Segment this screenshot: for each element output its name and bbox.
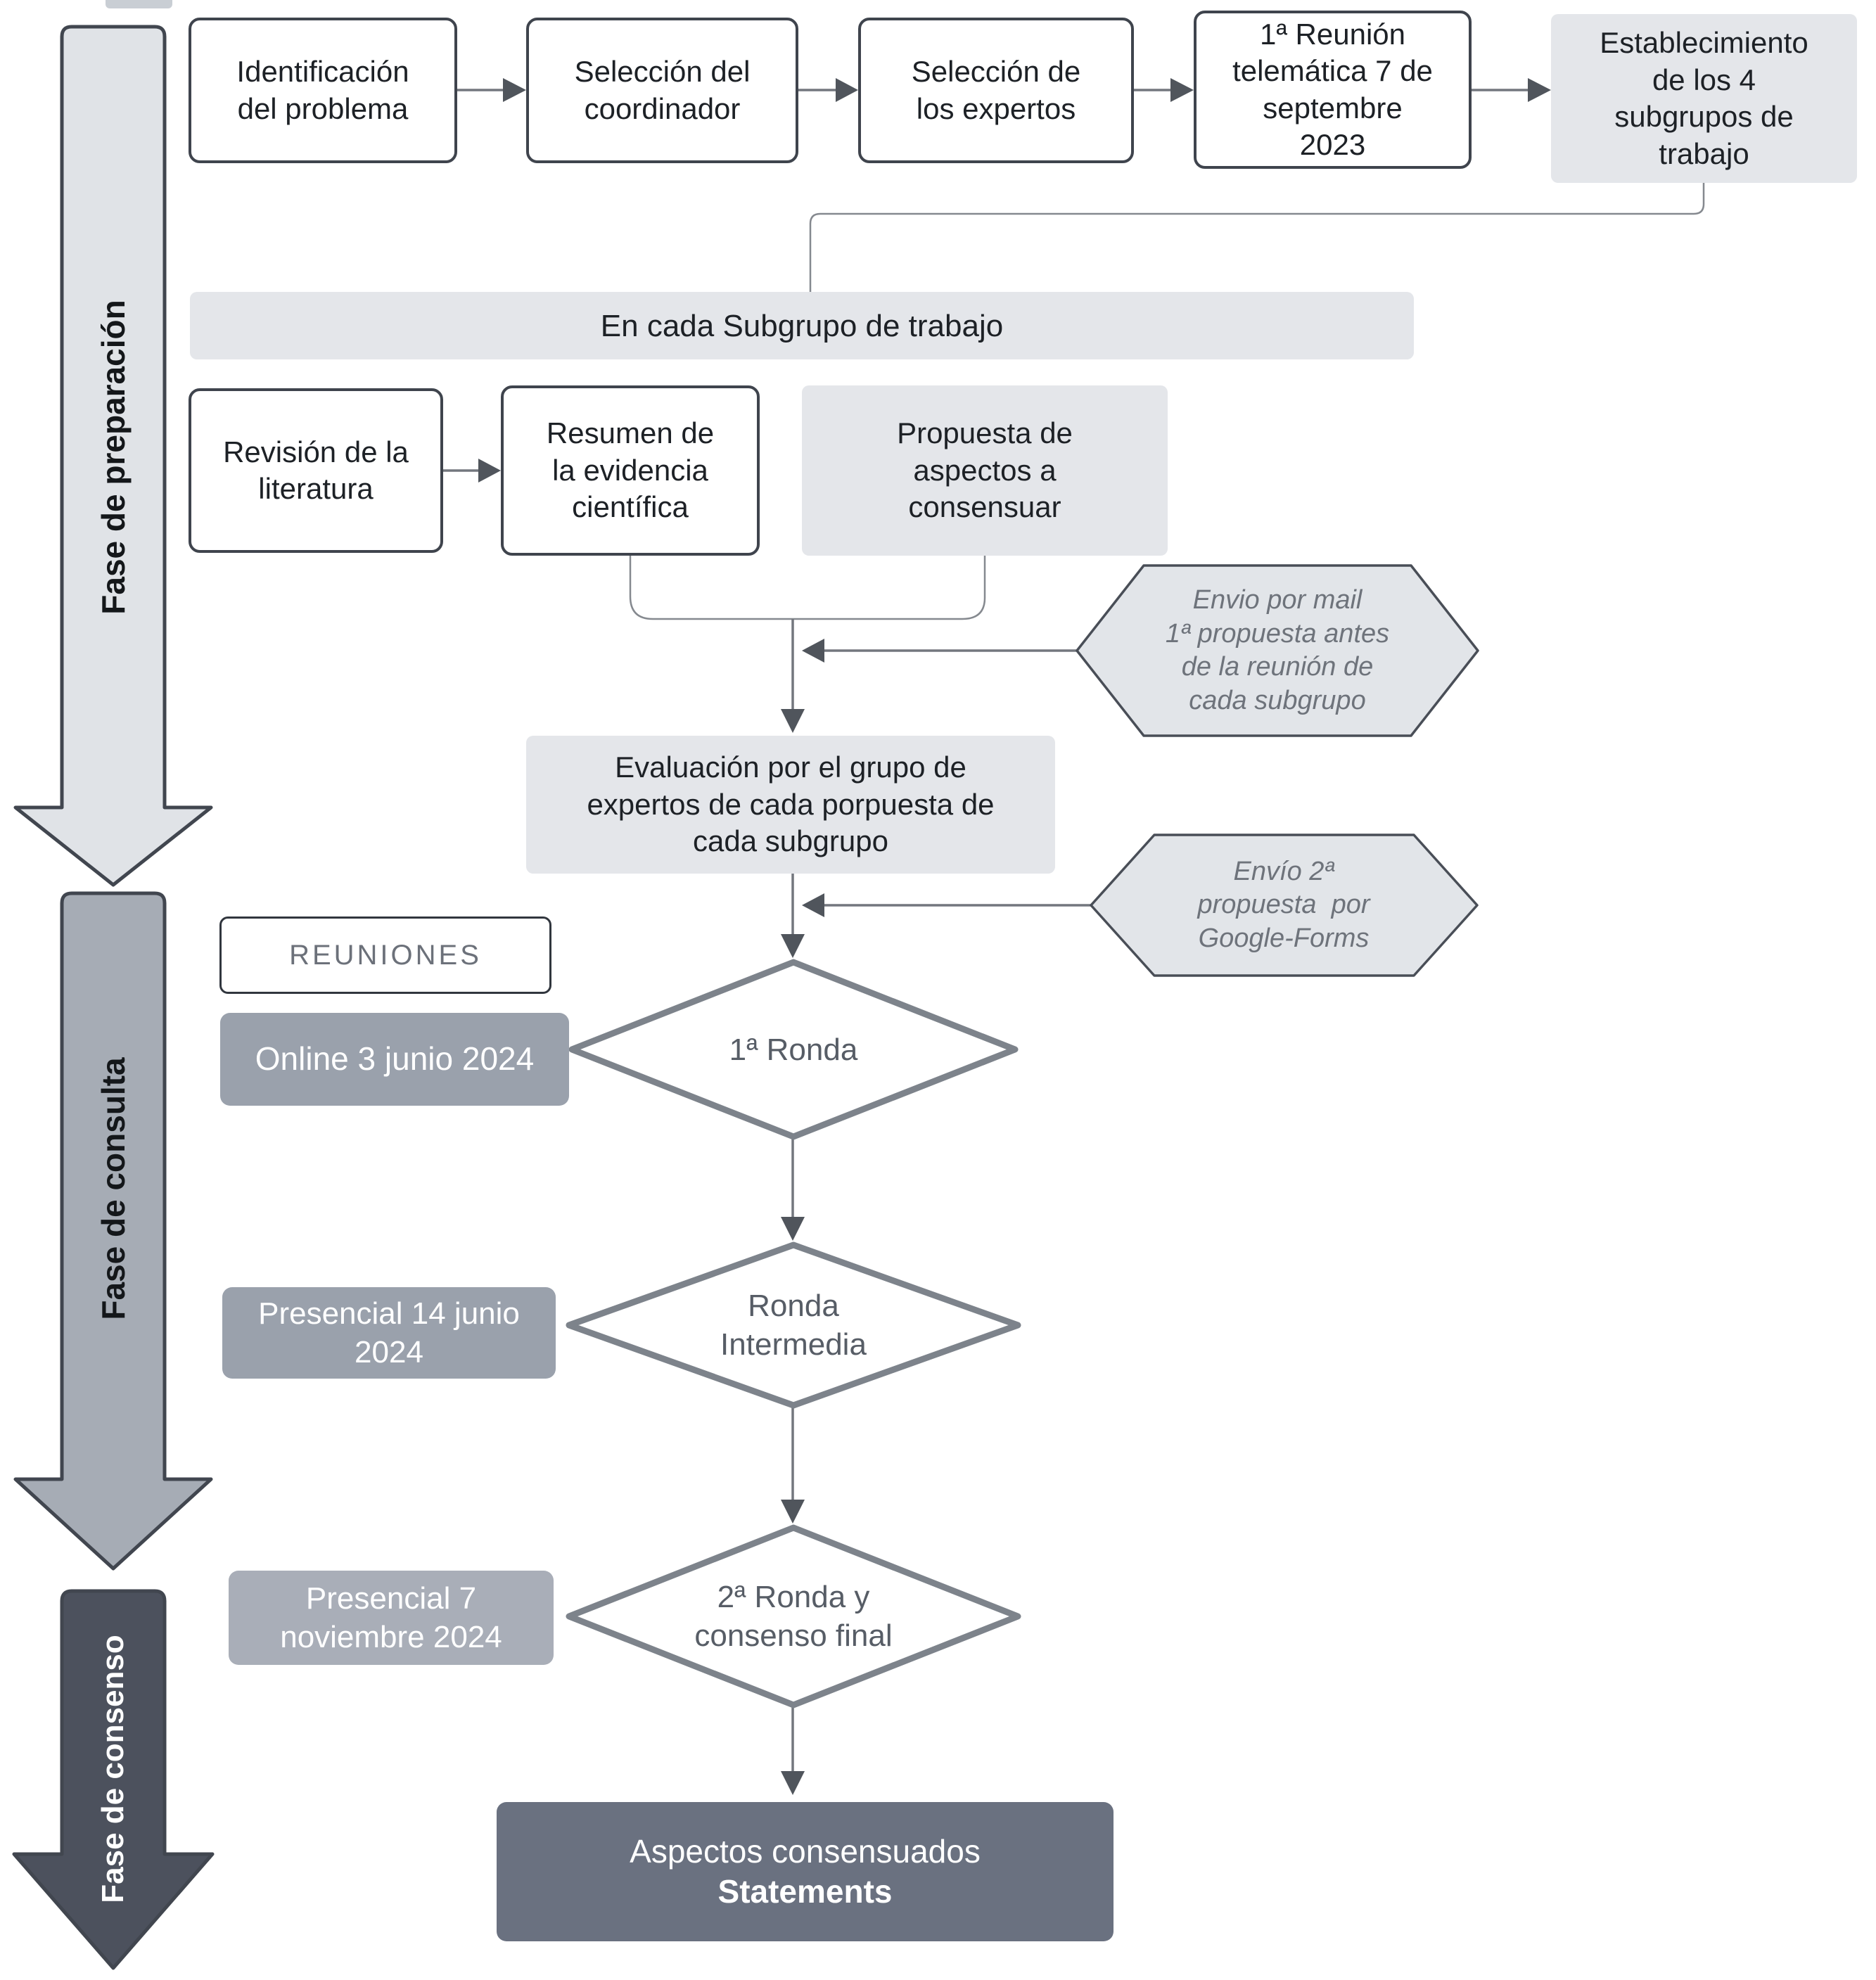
top-edge-fragment [106,0,172,8]
presencial7-line: Presencial 7 [305,1581,477,1616]
reuniones-text: REUNIONES [289,940,482,971]
box-coordinador-line: Selección del [574,55,751,88]
box-reunion-line: telemática 7 de [1232,54,1433,87]
callout-mail-line: Envio por mail [1192,585,1363,615]
phase-label-preparation: Fase de preparación [95,300,132,615]
connectors [443,89,1705,1771]
box-reuniones-title: REUNIONES [219,916,551,994]
box-identificacion-line: Identificación [236,55,409,88]
phase-label-consensus: Fase de consenso [96,1635,130,1903]
box-expertos-line: Selección de [911,55,1081,88]
box-establecimiento-line: Establecimiento [1600,26,1808,59]
label-round-1: 1ª Ronda [572,1007,1015,1092]
box-expertos-line: los expertos [916,91,1076,125]
round-intermediate-line: Intermedia [720,1327,867,1362]
box-propuesta-line: consensuar [908,490,1061,524]
box-online-meeting: Online 3 junio 2024 [220,1013,569,1106]
callout-envio-forms: Envío 2ª propuesta por Google-Forms [1111,844,1456,966]
box-revision-line: literatura [258,472,374,505]
box-propuesta-line: Propuesta de [897,416,1073,450]
callout-mail-line: de la reunión de [1181,652,1374,682]
arrowheads [478,78,1551,1795]
round1-text: 1ª Ronda [729,1032,858,1067]
statements-line2: Statements [717,1873,893,1910]
callout-mail-line: cada subgrupo [1189,685,1366,715]
box-propuesta-aspectos: Propuesta de aspectos a consensuar [802,385,1168,556]
callout-forms-line: propuesta por [1197,890,1370,920]
presencial7-line: noviembre 2024 [280,1620,502,1654]
box-establecimiento-subgrupos: Establecimiento de los 4 subgrupos de tr… [1551,14,1857,183]
callout-forms-line: Google-Forms [1198,923,1370,953]
box-reunion-line: 2023 [1299,128,1366,161]
callout-envio-mail: Envio por mail 1ª propuesta antes de la … [1097,573,1457,728]
box-resumen-evidencia: Resumen de la evidencia científica [501,385,760,556]
box-identificacion-line: del problema [237,91,409,125]
callout-forms-line: Envío 2ª [1233,856,1334,886]
round-final-line: consenso final [694,1618,893,1653]
label-round-final: 2ª Ronda y consenso final [569,1564,1018,1668]
box-propuesta-line: aspectos a [913,453,1057,487]
phase-arrow-preparation [13,25,213,887]
box-resumen-line: Resumen de [546,416,715,450]
diamond-round-intermediate [566,1241,1021,1409]
statements-line1: Aspectos consensuados [630,1832,981,1870]
online-meeting-text: Online 3 junio 2024 [255,1040,535,1078]
box-reunion-line: septembre [1263,91,1403,124]
box-seleccion-coordinador: Selección del coordinador [526,18,798,163]
phase-arrow-consultation [13,891,213,1571]
box-coordinador-line: coordinador [584,91,741,125]
round-intermediate-line: Ronda [748,1289,839,1323]
diamond-round-1 [568,959,1019,1140]
box-establecimiento-line: trabajo [1659,136,1749,170]
hexagon-forms-callout [1090,833,1479,977]
box-primera-reunion: 1ª Reunión telemática 7 de septembre 202… [1194,11,1472,169]
box-reunion-line: 1ª Reunión [1259,17,1406,51]
phase-arrow-consensus [12,1589,215,1970]
hexagon-mail-callout [1076,564,1479,737]
box-revision-line: Revisión de la [223,435,409,468]
box-establecimiento-line: subgrupos de [1614,100,1794,133]
callout-mail-line: 1ª propuesta antes [1165,618,1390,649]
label-round-intermediate: Ronda Intermedia [569,1273,1018,1377]
box-revision-literatura: Revisión de la literatura [189,388,443,553]
box-establecimiento-line: de los 4 [1652,63,1756,96]
presencial14-line: 2024 [355,1335,423,1369]
box-resumen-line: científica [572,490,689,524]
banner-subgrupo-trabajo: En cada Subgrupo de trabajo [190,292,1414,359]
round-final-line: 2ª Ronda y [717,1580,870,1614]
banner-text: En cada Subgrupo de trabajo [600,308,1004,343]
diamond-round-final [566,1524,1021,1708]
box-resumen-line: la evidencia [552,453,708,487]
box-presencial-7-noviembre: Presencial 7 noviembre 2024 [229,1571,554,1665]
box-statements: Aspectos consensuados Statements [497,1802,1114,1941]
box-presencial-14-junio: Presencial 14 junio 2024 [222,1287,556,1379]
presencial14-line: Presencial 14 junio [258,1296,520,1331]
box-evaluacion-expertos: Evaluación por el grupo de expertos de c… [526,736,1055,874]
box-evaluacion-line: expertos de cada porpuesta de [587,787,995,821]
box-evaluacion-line: Evaluación por el grupo de [615,751,966,784]
box-identificacion-problema: Identificación del problema [189,18,457,163]
box-seleccion-expertos: Selección de los expertos [858,18,1134,163]
phase-label-consultation: Fase de consulta [95,1057,132,1320]
box-evaluacion-line: cada subgrupo [693,824,888,858]
